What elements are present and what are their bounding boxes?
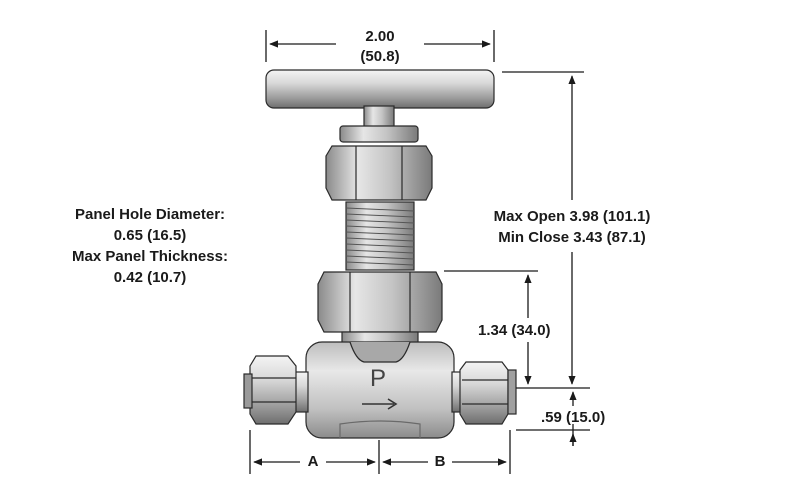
port-a-label: A: [307, 453, 319, 470]
left-fitting-nut: [249, 355, 297, 425]
max-panel-thickness-label: Max Panel Thickness:: [72, 248, 228, 265]
panel-hole-diameter-value: 0.65 (16.5): [113, 227, 187, 244]
bonnet-collar: [339, 125, 419, 143]
panel-nut-height-dimension: 1.34 (34.0): [478, 322, 551, 339]
min-close-dimension: Min Close 3.43 (87.1): [498, 229, 646, 246]
port-b-label: B: [434, 453, 446, 470]
stem: [363, 105, 395, 129]
width-dimension-metric: (50.8): [360, 48, 400, 65]
width-dimension-value: 2.00: [365, 28, 395, 45]
threads: [345, 207, 415, 266]
panel-nut: [317, 271, 443, 333]
max-open-dimension: Max Open 3.98 (101.1): [493, 208, 651, 225]
valve-illustration: [243, 69, 517, 439]
panel-hole-diameter-label: Panel Hole Diameter:: [74, 206, 226, 223]
threaded-bonnet: [345, 201, 415, 271]
max-panel-thickness-value: 0.42 (10.7): [113, 269, 187, 286]
body-mark: P: [370, 365, 387, 392]
centerline-height-dimension: .59 (15.0): [541, 409, 606, 426]
t-handle: [265, 69, 495, 109]
right-fitting-nut: [459, 361, 509, 425]
flow-arrow-icon: [362, 398, 398, 410]
upper-hex-nut: [325, 145, 433, 201]
dimension-lines: [249, 30, 590, 474]
